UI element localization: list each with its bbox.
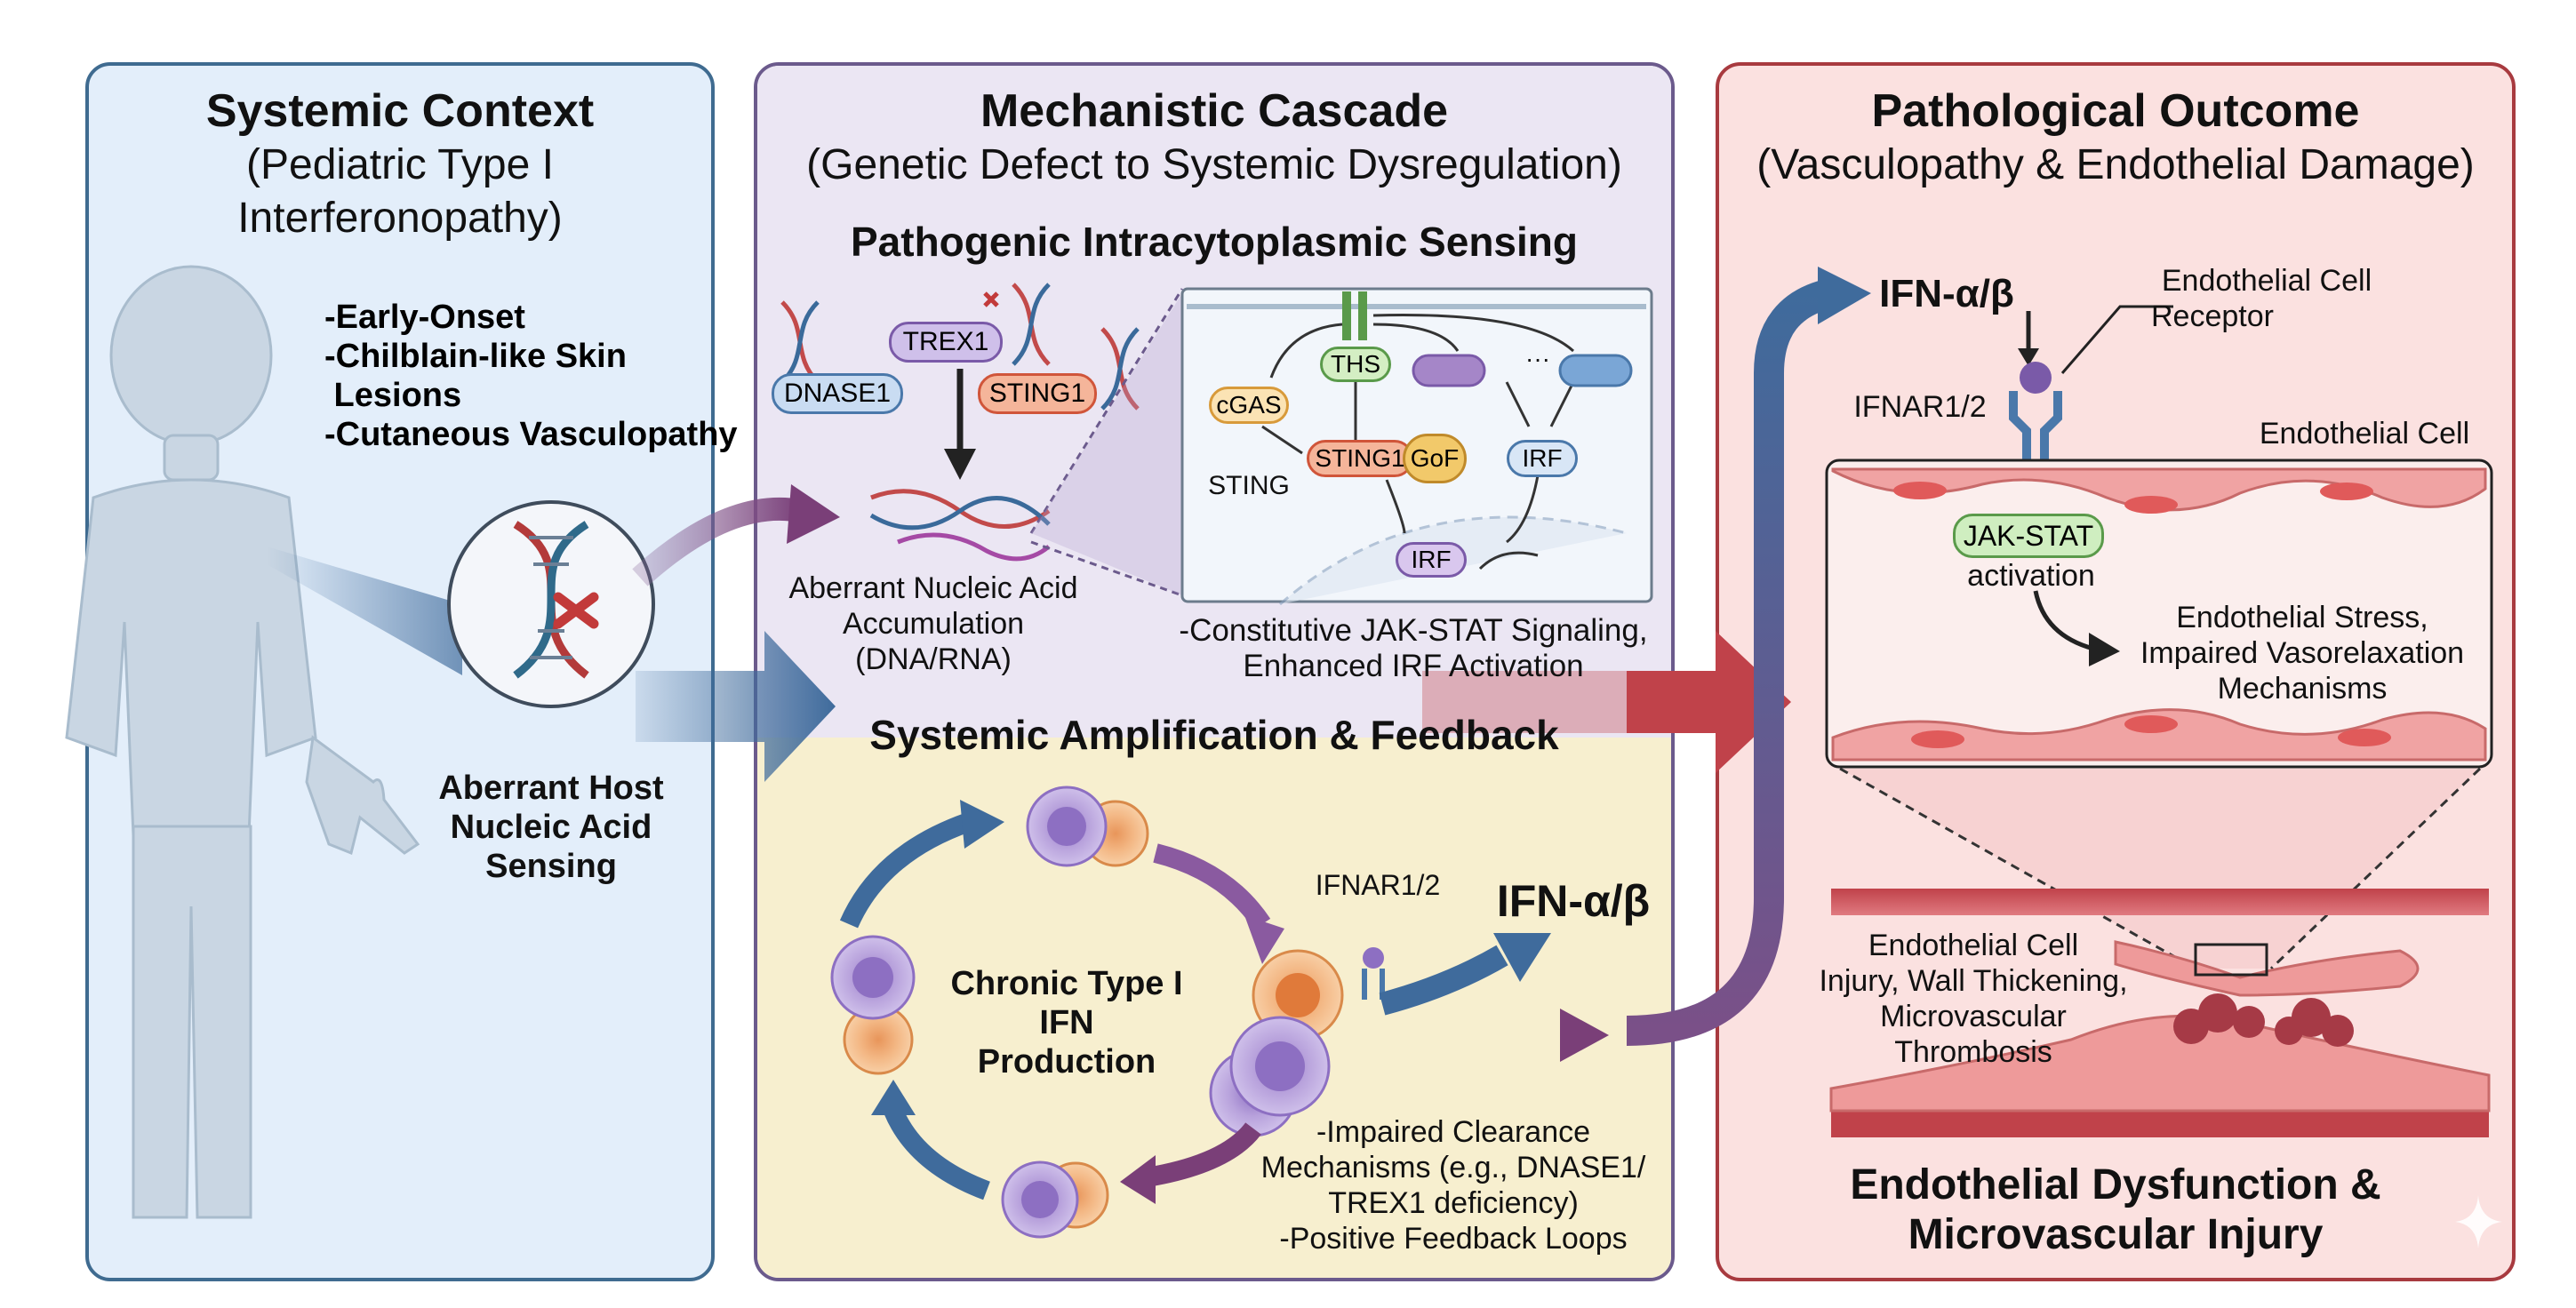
clearance-note-3: TREX1 deficiency) bbox=[1328, 1186, 1579, 1220]
outcome-title-2: Microvascular Injury bbox=[1908, 1211, 2324, 1258]
symptom-item: -Chilblain-like Skin bbox=[324, 338, 627, 375]
receptor-callout-2: Receptor bbox=[2151, 299, 2274, 333]
ifn-label-endothelial: IFN-α/β bbox=[1879, 272, 2014, 315]
endothelial-cells-bottom bbox=[1831, 708, 2487, 762]
section-amplification-title: Systemic Amplification & Feedback bbox=[869, 712, 1559, 758]
endothelial-cells-top bbox=[1831, 467, 2487, 512]
symptom-item: -Cutaneous Vasculopathy bbox=[324, 416, 738, 453]
injury-note-2: Injury, Wall Thickening, bbox=[1819, 964, 2128, 998]
mechanistic-cascade-panel bbox=[754, 62, 1675, 1281]
stress-note-3: Mechanisms bbox=[2217, 672, 2388, 706]
gene-trex1: TREX1 bbox=[889, 322, 1003, 363]
signal-arrow bbox=[1422, 631, 1791, 773]
inset-sting1: STING1 bbox=[1307, 440, 1413, 477]
stress-note-2: Impaired Vasorelaxation bbox=[2140, 636, 2465, 670]
ifnar-label-cycle: IFNAR1/2 bbox=[1315, 869, 1441, 901]
inset-arrows bbox=[1261, 314, 1575, 570]
sensing-label-3: Sensing bbox=[485, 848, 617, 885]
accumulation-label-1: Aberrant Nucleic Acid bbox=[788, 571, 1078, 605]
accumulation-label-2: Accumulation bbox=[842, 607, 1025, 641]
panel3-title: Pathological Outcome bbox=[1871, 85, 2360, 137]
symptom-item: Lesions bbox=[324, 377, 462, 414]
jak-stat-badge: JAK-STAT bbox=[1953, 514, 2104, 558]
panel1-subtitle-1: (Pediatric Type I bbox=[246, 141, 554, 188]
outcome-title-1: Endothelial Dysfunction & bbox=[1850, 1161, 2381, 1208]
cycle-label-3: Production bbox=[977, 1043, 1156, 1081]
endothelial-cell-label: Endothelial Cell bbox=[2259, 417, 2470, 451]
sparkle-icon bbox=[2455, 1195, 2502, 1248]
vessel-wall bbox=[1829, 889, 2491, 1137]
gene-sting1: STING1 bbox=[978, 373, 1097, 414]
stress-note-1: Endothelial Stress, bbox=[2176, 601, 2428, 634]
sensing-arrow bbox=[632, 497, 803, 586]
jak-stat-activation: activation bbox=[1967, 559, 2095, 593]
receptor-callout-1: Endothelial Cell bbox=[2161, 264, 2372, 298]
ifn-label-cycle: IFN-α/β bbox=[1496, 876, 1651, 926]
injury-note-4: Thrombosis bbox=[1894, 1035, 2052, 1069]
inset-ths: THS bbox=[1320, 347, 1391, 382]
inset-irf-nuclear: IRF bbox=[1396, 542, 1467, 578]
panel2-subtitle: (Genetic Defect to Systemic Dysregulatio… bbox=[806, 141, 1622, 188]
inset-irf-cyto: IRF bbox=[1507, 440, 1578, 477]
cycle-label-1: Chronic Type I bbox=[950, 965, 1183, 1002]
signal-note-1: -Constitutive JAK-STAT Signaling, bbox=[1179, 613, 1648, 648]
dna-magnifier bbox=[447, 500, 655, 708]
ifn-delivery-arrow bbox=[1626, 278, 1836, 1046]
inset-cgas: cGAS bbox=[1209, 387, 1289, 424]
magnifier-beam bbox=[267, 546, 462, 675]
clearance-note-1: -Impaired Clearance bbox=[1316, 1115, 1591, 1149]
injury-note-3: Microvascular bbox=[1880, 1000, 2067, 1033]
thrombus bbox=[2173, 993, 2354, 1047]
injury-note-1: Endothelial Cell bbox=[1868, 929, 2079, 962]
clearance-note-4: -Positive Feedback Loops bbox=[1279, 1222, 1628, 1256]
symptom-item: -Early-Onset bbox=[324, 299, 525, 336]
ifnar-receptor-cycle bbox=[1362, 947, 1385, 1000]
inset-sting: STING bbox=[1208, 471, 1290, 500]
systemic-amplification-section bbox=[757, 738, 1671, 1278]
child-silhouette bbox=[65, 265, 420, 1219]
cycle-arrows bbox=[839, 812, 1271, 1200]
panel1-subtitle-2: Interferonopathy) bbox=[237, 195, 563, 242]
cycle-label-2: IFN bbox=[1039, 1004, 1094, 1041]
section-sensing-title: Pathogenic Intracytoplasmic Sensing bbox=[851, 219, 1578, 265]
ifn-release-arrow bbox=[1379, 945, 1508, 1016]
panel1-title: Systemic Context bbox=[205, 85, 595, 137]
sensing-label-2: Nucleic Acid bbox=[450, 809, 652, 846]
signal-note-2: Enhanced IRF Activation bbox=[1243, 649, 1584, 683]
cell-cycle bbox=[830, 786, 1344, 1239]
ifnar-label-endothelial: IFNAR1/2 bbox=[1853, 390, 1987, 424]
clearance-note-2: Mechanisms (e.g., DNASE1/ bbox=[1260, 1151, 1646, 1184]
panel3-subtitle: (Vasculopathy & Endothelial Damage) bbox=[1756, 141, 2475, 188]
gene-dnase1: DNASE1 bbox=[772, 373, 903, 414]
inset-ellipsis: ··· bbox=[1525, 345, 1550, 372]
main-flow-arrow bbox=[636, 631, 836, 782]
accumulation-label-3: (DNA/RNA) bbox=[855, 642, 1012, 676]
panel2-title: Mechanistic Cascade bbox=[980, 85, 1449, 137]
inset-gof: GoF bbox=[1403, 434, 1467, 483]
sensing-label-1: Aberrant Host bbox=[438, 770, 664, 807]
